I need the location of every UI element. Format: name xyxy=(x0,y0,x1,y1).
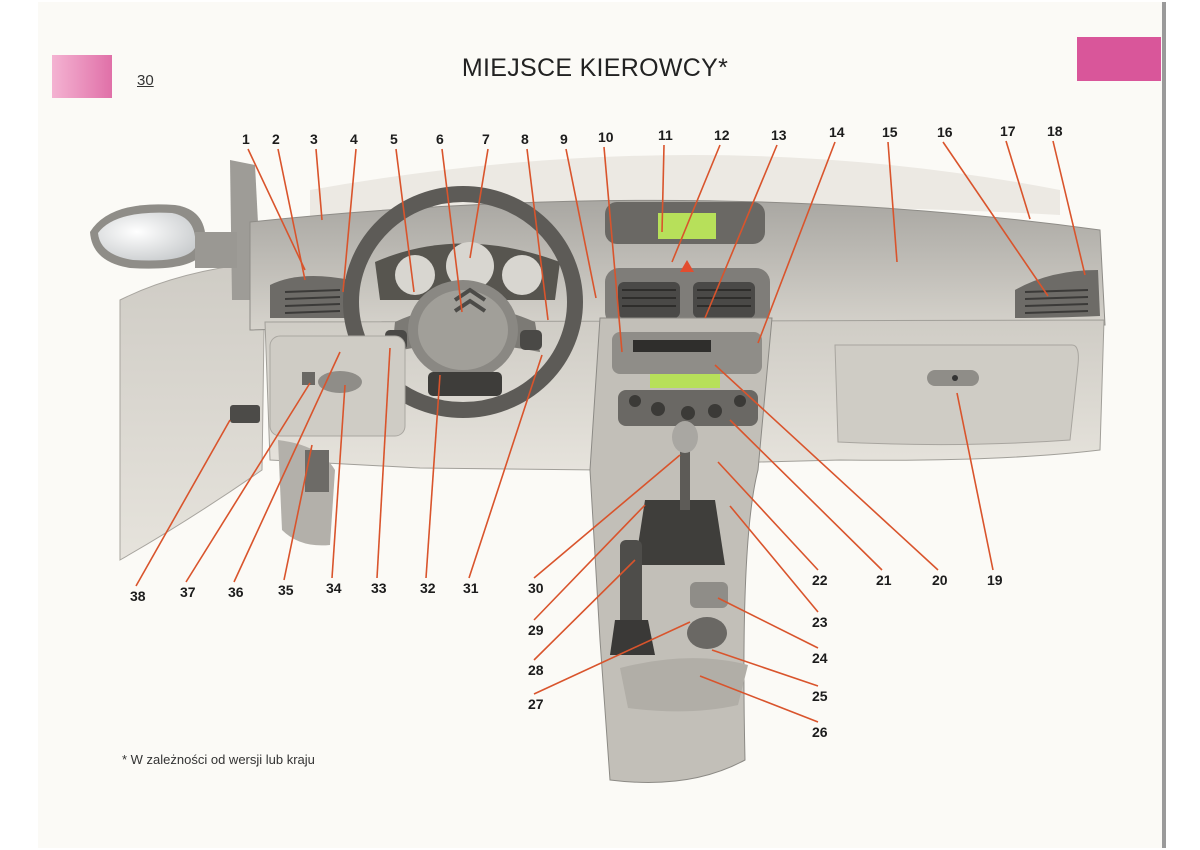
callout-28: 28 xyxy=(528,662,544,678)
vent-right xyxy=(1015,270,1100,318)
leader-line-11 xyxy=(661,144,665,233)
callout-29: 29 xyxy=(528,622,544,638)
callout-32: 32 xyxy=(420,580,436,596)
callout-34: 34 xyxy=(326,580,342,596)
leader-line-34 xyxy=(331,384,346,579)
callout-14: 14 xyxy=(829,124,845,140)
callout-16: 16 xyxy=(937,124,953,140)
callout-11: 11 xyxy=(658,127,673,143)
section-tab-left xyxy=(52,55,112,98)
callout-30: 30 xyxy=(528,580,544,596)
callout-6: 6 xyxy=(436,131,444,147)
callout-20: 20 xyxy=(932,572,948,588)
door-panel xyxy=(119,261,266,561)
leader-line-17 xyxy=(1005,140,1031,220)
leader-line-23 xyxy=(729,505,819,613)
leader-line-16 xyxy=(942,141,1049,297)
callout-15: 15 xyxy=(882,124,898,140)
leader-line-4 xyxy=(342,148,357,293)
leader-line-19 xyxy=(956,392,994,571)
leader-line-12 xyxy=(671,144,721,263)
callout-5: 5 xyxy=(390,131,398,147)
leader-line-21 xyxy=(729,419,883,571)
leader-line-8 xyxy=(526,148,549,321)
leader-line-30 xyxy=(533,454,681,579)
pedal-area xyxy=(230,405,335,546)
vent-center xyxy=(605,260,770,326)
leader-lines xyxy=(135,140,1086,723)
leader-line-20 xyxy=(714,364,939,571)
callout-31: 31 xyxy=(463,580,479,596)
leader-line-28 xyxy=(533,559,636,661)
steering-wheel xyxy=(343,186,583,418)
callout-2: 2 xyxy=(272,131,280,147)
leader-line-36 xyxy=(233,351,341,583)
leader-line-10 xyxy=(603,146,623,353)
callout-25: 25 xyxy=(812,688,828,704)
callout-38: 38 xyxy=(130,588,146,604)
callout-26: 26 xyxy=(812,724,828,740)
leader-line-7 xyxy=(469,148,489,259)
callout-12: 12 xyxy=(714,127,730,143)
callout-3: 3 xyxy=(310,131,318,147)
footnote: * W zależności od wersji lub kraju xyxy=(122,752,315,767)
leader-line-22 xyxy=(717,461,819,571)
vent-left xyxy=(270,276,352,318)
callout-1: 1 xyxy=(242,131,250,147)
leader-line-33 xyxy=(376,347,391,579)
leader-line-37 xyxy=(185,382,311,583)
instrument-cluster xyxy=(375,242,560,300)
lower-left-panel xyxy=(269,335,406,437)
section-tab-right xyxy=(1077,37,1161,81)
callout-21: 21 xyxy=(876,572,892,588)
leader-line-25 xyxy=(711,649,819,687)
leader-line-26 xyxy=(699,675,819,723)
callout-36: 36 xyxy=(228,584,244,600)
leader-line-29 xyxy=(533,504,646,621)
multifunction-display xyxy=(605,202,765,244)
callout-23: 23 xyxy=(812,614,828,630)
leader-line-9 xyxy=(565,148,597,299)
callout-10: 10 xyxy=(598,129,614,145)
leader-line-15 xyxy=(887,141,898,263)
callout-27: 27 xyxy=(528,696,544,712)
callout-7: 7 xyxy=(482,131,490,147)
leader-line-6 xyxy=(441,148,463,313)
leader-line-1 xyxy=(247,148,306,271)
callout-22: 22 xyxy=(812,572,828,588)
callout-17: 17 xyxy=(1000,123,1016,139)
center-console xyxy=(589,317,773,783)
leader-line-3 xyxy=(315,148,323,221)
callout-13: 13 xyxy=(771,127,787,143)
leader-line-27 xyxy=(533,621,691,695)
leader-line-35 xyxy=(283,444,313,581)
callout-9: 9 xyxy=(560,131,568,147)
side-mirror xyxy=(90,204,237,269)
leader-line-14 xyxy=(757,141,836,344)
leader-line-18 xyxy=(1052,140,1086,276)
leader-line-13 xyxy=(704,144,778,319)
callout-18: 18 xyxy=(1047,123,1063,139)
callout-8: 8 xyxy=(521,131,529,147)
callout-33: 33 xyxy=(371,580,387,596)
page-number: 30 xyxy=(137,72,154,89)
leader-line-31 xyxy=(468,354,543,579)
leader-line-2 xyxy=(277,148,306,281)
leader-line-24 xyxy=(717,597,819,649)
leader-line-32 xyxy=(425,374,441,579)
callout-4: 4 xyxy=(350,131,358,147)
page-title: MIEJSCE KIEROWCY* xyxy=(461,54,729,82)
callout-24: 24 xyxy=(812,650,828,666)
callout-35: 35 xyxy=(278,582,294,598)
leader-line-38 xyxy=(135,419,231,587)
callout-19: 19 xyxy=(987,572,1003,588)
callout-37: 37 xyxy=(180,584,196,600)
leader-line-5 xyxy=(395,148,415,293)
